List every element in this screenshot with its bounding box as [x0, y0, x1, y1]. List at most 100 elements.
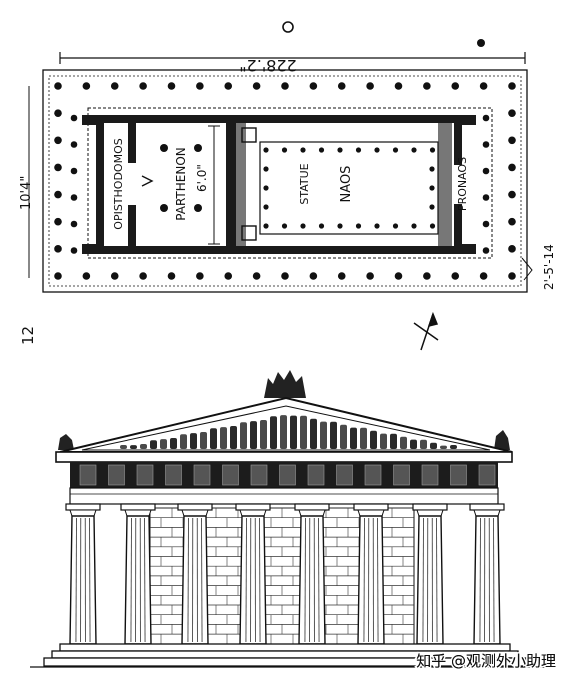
pediment-figure	[350, 427, 357, 449]
inner-column	[263, 166, 269, 172]
metope	[222, 464, 239, 486]
architrave	[69, 487, 499, 505]
plan-column	[70, 141, 78, 148]
metope	[450, 464, 467, 486]
plan-column	[451, 82, 460, 90]
plan-column	[70, 194, 78, 201]
metope	[307, 464, 325, 486]
colonnade	[65, 503, 505, 645]
plan-column	[508, 245, 516, 253]
inner-column	[263, 204, 269, 210]
plan-column	[70, 167, 78, 175]
plan-column	[139, 82, 147, 90]
metope	[193, 464, 211, 486]
inner-column	[374, 147, 380, 153]
pediment-figure	[130, 445, 137, 449]
inner-column	[300, 147, 306, 153]
marker-dot	[477, 39, 485, 47]
front-elevation	[30, 370, 545, 668]
inner-column	[411, 223, 417, 229]
plan-column	[394, 272, 403, 280]
pediment-figure	[380, 433, 387, 449]
pediment-figure	[300, 415, 307, 449]
pediment-figure	[310, 418, 317, 449]
pediment-figure	[360, 427, 367, 449]
plan-column	[309, 82, 318, 90]
plan-column	[337, 82, 346, 90]
plan-column	[482, 167, 490, 175]
room-label-naos: NAOS	[339, 166, 354, 203]
stylobate-steps	[43, 643, 527, 667]
plan-column	[423, 272, 431, 280]
pediment-figure	[120, 445, 127, 449]
plan-column	[366, 272, 374, 280]
inner-column	[392, 147, 399, 153]
floor-plan: 228'.2" 10'4" 2'-5'-14	[19, 21, 556, 351]
inner-column	[318, 223, 325, 229]
pediment-figure	[420, 439, 427, 449]
right-margin-label: 2'-5'-14	[542, 244, 556, 290]
pediment-figure	[390, 433, 397, 449]
metope	[478, 464, 496, 486]
stylobate-inner	[48, 75, 522, 287]
plan-column	[337, 272, 346, 280]
plan-column	[252, 82, 261, 90]
plan-column	[54, 217, 62, 226]
pediment-figure	[290, 415, 297, 449]
doric-column	[65, 503, 101, 645]
inner-column	[374, 223, 380, 229]
inner-column	[392, 223, 399, 229]
pediment-figure	[250, 421, 257, 449]
pediment-sculptures	[120, 415, 457, 449]
inner-column	[429, 223, 436, 229]
inner-column	[429, 147, 436, 153]
inner-column	[263, 185, 269, 191]
north-arrow-icon	[413, 311, 439, 351]
pediment-figure	[260, 420, 267, 449]
plan-column	[508, 190, 516, 199]
inner-column	[281, 223, 288, 229]
doric-column	[120, 503, 156, 645]
plan-column	[110, 82, 119, 90]
pediment-figure	[340, 424, 347, 449]
pediment-figure	[150, 440, 157, 449]
plan-column	[54, 109, 62, 117]
plan-column	[54, 82, 62, 90]
plan-column	[508, 163, 516, 172]
plan-column	[281, 82, 289, 90]
marker-circle	[282, 21, 294, 33]
figure-number: 12	[19, 326, 37, 345]
plan-column	[482, 114, 490, 122]
plan-column	[196, 82, 204, 90]
plan-column	[482, 141, 490, 148]
pediment-figure	[450, 445, 457, 449]
inner-column	[411, 147, 417, 153]
inner-colonnade	[259, 141, 439, 235]
metope	[165, 464, 182, 486]
right-acroterion	[494, 430, 510, 450]
plan-column	[110, 272, 119, 280]
stylobate-outline	[42, 69, 528, 293]
inner-column	[337, 223, 343, 229]
pediment-figure	[280, 415, 287, 449]
cella-boundary	[87, 107, 493, 259]
metope	[421, 464, 439, 486]
plan-column	[482, 220, 490, 228]
peristyle-columns	[54, 82, 516, 280]
plan-column	[82, 272, 91, 280]
inner-column	[429, 166, 435, 172]
inner-column	[355, 223, 362, 229]
pediment-figure	[270, 416, 277, 449]
metope	[393, 464, 410, 486]
plan-column	[508, 136, 516, 145]
pediment-figure	[410, 439, 417, 449]
central-acroterion	[264, 370, 306, 398]
plan-column	[54, 245, 62, 253]
pediment-figure	[400, 436, 407, 449]
plan-column	[423, 82, 431, 90]
metope	[279, 464, 296, 486]
pediment-figure	[220, 427, 227, 449]
inner-column	[355, 147, 362, 153]
inner-column	[318, 147, 325, 153]
